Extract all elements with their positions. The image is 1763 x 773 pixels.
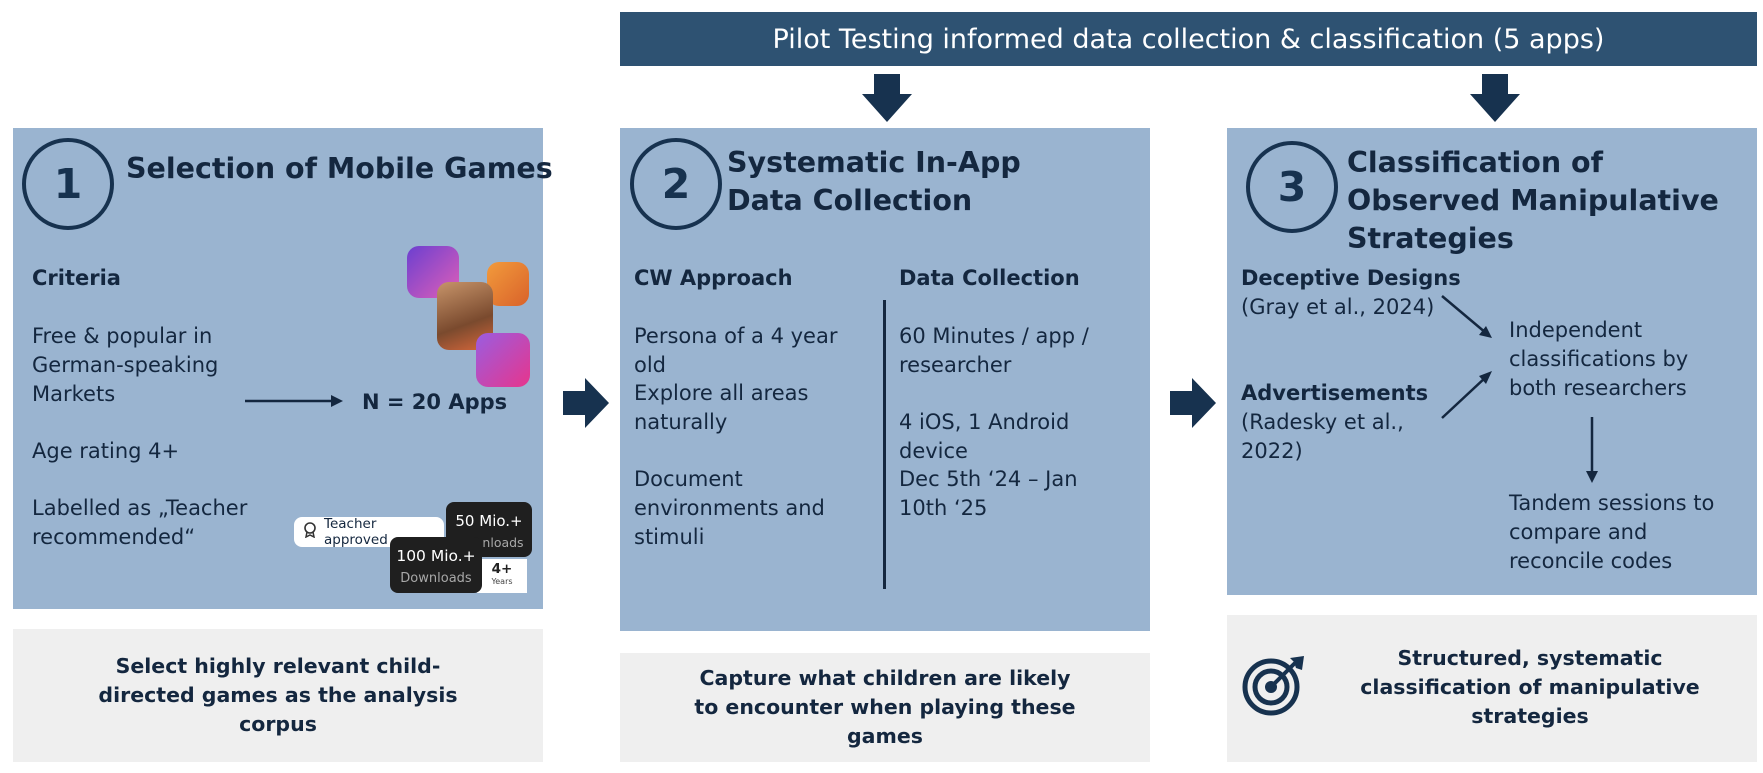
source-reference: (Gray et al., 2024) — [1241, 295, 1435, 319]
banner-text: Pilot Testing informed data collection &… — [772, 23, 1605, 55]
down-arrow-icon — [862, 74, 912, 122]
downloads-label: nloads — [482, 535, 524, 550]
column-divider — [883, 300, 886, 589]
step3-footer — [1227, 615, 1757, 762]
cw-approach-item: Explore all areas naturally — [634, 381, 809, 434]
down-arrow-icon — [1470, 74, 1520, 122]
downloads-badge: 100 Mio.+ Downloads — [390, 537, 482, 593]
data-collection-item: 4 iOS, 1 Android device — [899, 410, 1070, 463]
step2-number-circle: 2 — [630, 138, 722, 230]
step2-number: 2 — [661, 160, 691, 208]
step1-number: 1 — [53, 160, 83, 208]
game-app-icon — [487, 262, 529, 306]
teacher-badge-icon — [302, 522, 318, 542]
cw-approach-item: Persona of a 4 year old — [634, 324, 838, 377]
age-value: 4+ — [491, 561, 513, 577]
downloads-value: 100 Mio.+ — [396, 547, 476, 565]
criteria-heading: Criteria — [32, 266, 121, 290]
downloads-value: 50 Mio.+ — [455, 512, 523, 530]
cw-approach-heading: CW Approach — [634, 266, 793, 290]
right-arrow-icon — [245, 395, 343, 407]
right-arrow-icon — [563, 378, 609, 428]
outcome-text: Tandem sessions to compare and reconcile… — [1509, 491, 1715, 573]
step2-footer-text: Capture what children are likely to enco… — [694, 666, 1076, 748]
criteria-item: Labelled as „Teacher recommended“ — [32, 496, 248, 549]
step1-footer-text: Select highly relevant child-directed ga… — [98, 654, 458, 736]
downloads-badge: 50 Mio.+ nloads — [446, 502, 532, 557]
data-collection-heading: Data Collection — [899, 266, 1080, 290]
game-app-icon — [476, 333, 530, 387]
source-reference: (Radesky et al., 2022) — [1241, 410, 1404, 463]
source-heading: Deceptive Designs — [1241, 266, 1461, 290]
criteria-item: Free & popular in German-speaking Market… — [32, 324, 219, 406]
data-collection-item: Dec 5th ‘24 – Jan 10th ‘25 — [899, 467, 1078, 520]
cw-approach-item: Document environments and stimuli — [634, 467, 825, 549]
criteria-item: Age rating 4+ — [32, 439, 180, 463]
teacher-badge-label: Teacher approved — [324, 516, 388, 548]
source-heading: Advertisements — [1241, 381, 1429, 405]
step1-title: Selection of Mobile Games — [126, 152, 553, 185]
merge-arrows — [1441, 295, 1492, 419]
step1-number-circle: 1 — [22, 138, 114, 230]
step3-number-circle: 3 — [1246, 141, 1338, 233]
downloads-label: Downloads — [400, 571, 472, 586]
result-count: N = 20 Apps — [362, 390, 508, 414]
pilot-testing-banner: Pilot Testing informed data collection &… — [620, 12, 1757, 66]
down-arrow-icon — [1586, 417, 1598, 483]
step3-title: Classification of Observed Manipulative … — [1347, 146, 1719, 255]
right-arrow-icon — [1170, 378, 1216, 428]
step3-footer-text: Structured, systematic classification of… — [1360, 646, 1700, 728]
outcome-text: Independent classifications by both rese… — [1509, 318, 1689, 400]
step1-footer: Select highly relevant child-directed ga… — [13, 629, 543, 762]
data-collection-item: 60 Minutes / app / researcher — [899, 324, 1089, 377]
step2-title: Systematic In-App Data Collection — [727, 146, 1021, 217]
age-label: Years — [491, 577, 513, 586]
target-icon — [1242, 656, 1304, 716]
step3-number: 3 — [1277, 163, 1307, 211]
step2-footer: Capture what children are likely to enco… — [620, 653, 1150, 762]
age-rating-badge: 4+ Years — [477, 559, 527, 593]
